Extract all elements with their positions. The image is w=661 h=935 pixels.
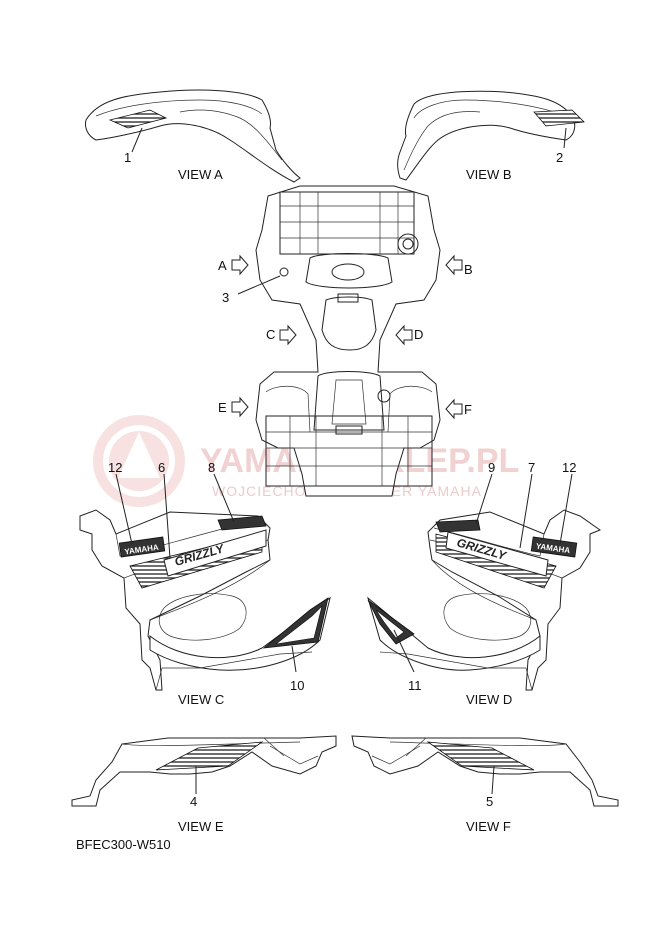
svg-text:E: E — [218, 400, 227, 415]
callout-12-left: 12 — [108, 460, 122, 475]
view-b-fender — [397, 90, 585, 181]
callout-12-right: 12 — [562, 460, 576, 475]
view-e-label: VIEW E — [178, 819, 224, 834]
callout-3: 3 — [222, 290, 229, 305]
view-f-fender — [351, 735, 619, 807]
view-c-panel: YAMAHA GRIZZLY — [79, 473, 331, 691]
view-b-label: VIEW B — [466, 167, 512, 182]
view-arrow-d: D — [395, 324, 423, 346]
callout-1: 1 — [124, 150, 131, 165]
decal-3-marker — [279, 267, 289, 277]
view-e-fender — [71, 735, 337, 807]
callout-6: 6 — [158, 460, 165, 475]
svg-text:C: C — [266, 327, 275, 342]
view-f-label: VIEW F — [466, 819, 511, 834]
svg-text:B: B — [464, 262, 473, 277]
callout-7: 7 — [528, 460, 535, 475]
yamaha-logo-icon — [93, 415, 185, 507]
view-c-label: VIEW C — [178, 692, 224, 707]
svg-text:F: F — [464, 402, 472, 417]
view-arrow-a: A — [218, 254, 249, 276]
view-d-panel: YAMAHA GRIZZLY — [367, 473, 602, 691]
svg-text:D: D — [414, 327, 423, 342]
callout-4: 4 — [190, 794, 197, 809]
callout-9: 9 — [488, 460, 495, 475]
diagram-code: BFEC300-W510 — [76, 837, 171, 852]
svg-text:A: A — [218, 258, 227, 273]
view-arrow-c: C — [266, 324, 297, 346]
view-arrow-e: E — [218, 396, 249, 418]
callout-11: 11 — [408, 678, 422, 693]
callout-8: 8 — [208, 460, 215, 475]
view-arrow-b: B — [445, 254, 473, 277]
view-arrow-f: F — [445, 398, 472, 420]
watermark: YAMAHA-SKLEP.PL WOJCIECHOWSKI DEALER YAM… — [93, 415, 519, 507]
callout-10: 10 — [290, 678, 304, 693]
view-a-label: VIEW A — [178, 167, 223, 182]
callout-5: 5 — [486, 794, 493, 809]
view-a-fender — [85, 89, 301, 183]
atv-top-view — [237, 185, 441, 497]
view-d-label: VIEW D — [466, 692, 512, 707]
callout-2: 2 — [556, 150, 563, 165]
